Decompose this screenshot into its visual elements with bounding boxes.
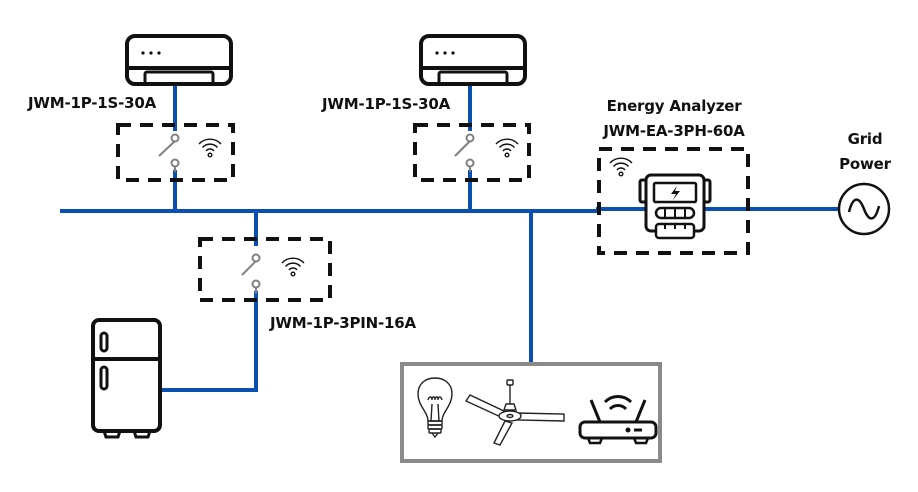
switch-label-ac-right: JWM-1P-1S-30A [322,95,451,113]
fridge-bottom-wire [158,291,258,392]
refrigerator-icon [91,318,162,439]
analyzer-border [597,147,750,255]
wifi-icon [281,257,305,277]
switch-module-ac-right [413,123,531,182]
appliances-group [400,362,662,463]
switch-label-ac-left: JWM-1P-1S-30A [28,94,157,112]
light-bulb-icon [417,377,453,439]
switch-icon [241,253,261,294]
analyzer-model: JWM-EA-3PH-60A [603,122,745,140]
switch-icon [454,133,475,172]
switch-module-border [116,123,235,182]
switch-icon [158,133,180,172]
wifi-icon [495,138,519,158]
analyzer-title: Energy Analyzer [606,97,742,115]
switch-module-border [198,237,332,302]
wifi-icon [609,157,633,177]
switch-label-fridge: JWM-1P-3PIN-16A [270,314,416,332]
switch-module-ac-left [116,123,235,182]
energy-meter-icon [638,173,712,240]
air-conditioner-icon [125,34,233,86]
wifi-icon [198,138,222,158]
ac-source-icon [837,182,891,236]
wifi-router-icon [578,395,658,445]
ceiling-fan-icon [464,379,565,446]
air-conditioner-icon [419,34,527,86]
switch-module-fridge [198,237,332,302]
grid-label-line1: Grid [847,130,883,148]
switch-module-border [413,123,531,182]
grid-label-line2: Power [839,155,891,173]
energy-analyzer [597,147,750,255]
